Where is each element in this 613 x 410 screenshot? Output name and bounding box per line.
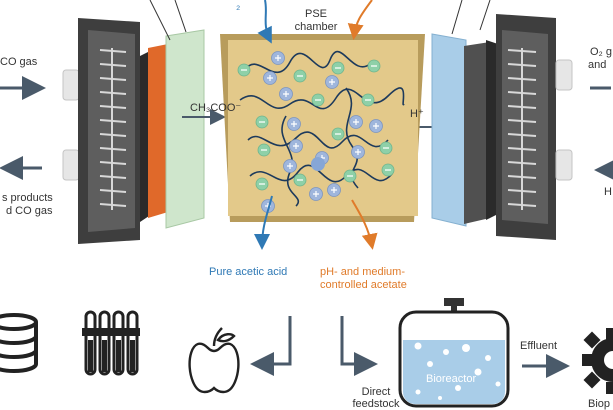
proton-label: H⁺ (410, 108, 424, 120)
acetate-out-flow (351, 199, 378, 250)
medium-in-flow (347, 0, 373, 40)
acetate-out-label-line2: controlled acetate (320, 279, 407, 291)
pse-chamber-label-line2: chamber (294, 21, 338, 33)
anode-assembly (431, 0, 573, 240)
database-icon (0, 313, 38, 373)
direct-feedstock-label-line2: feedstock (352, 398, 400, 410)
pure-acetic-acid-label: Pure acetic acid (209, 266, 288, 278)
top-water-partial-label: ₂ (236, 0, 241, 12)
apple-icon (188, 327, 240, 394)
cathode-assembly (62, 0, 205, 244)
right-out-label: H (604, 186, 612, 198)
acetate-ion-label: CH₃COO⁻ (190, 102, 242, 114)
neutral-acetic-acid-molecule (311, 157, 325, 171)
products-out-label-line1: s products (2, 192, 53, 204)
water-in-flow (257, 0, 272, 44)
acetate-to-bioreactor-arrow (340, 316, 378, 376)
o2-gas-label-line1: O₂ g (590, 46, 612, 58)
charge-signs (241, 55, 391, 209)
bioreactor-label: Bioreactor (426, 373, 477, 385)
pure-acetic-acid-flow (254, 195, 273, 250)
acid-to-products-arrow (250, 316, 292, 376)
products-out-label-line2: d CO gas (6, 205, 53, 217)
test-tubes-icon (82, 310, 140, 376)
effluent-label: Effluent (520, 340, 558, 352)
bioreactor-icon (398, 298, 510, 408)
acetate-out-label-line1: pH- and medium- (320, 266, 405, 278)
bioproducts-label: Biop (588, 398, 611, 410)
o2-gas-label-line2: and (588, 59, 607, 71)
pse-chamber-label-line1: PSE (304, 8, 328, 20)
co-gas-in-label: CO gas (0, 56, 38, 68)
gear-icon (582, 328, 613, 394)
direct-feedstock-label-line1: Direct (361, 386, 391, 398)
